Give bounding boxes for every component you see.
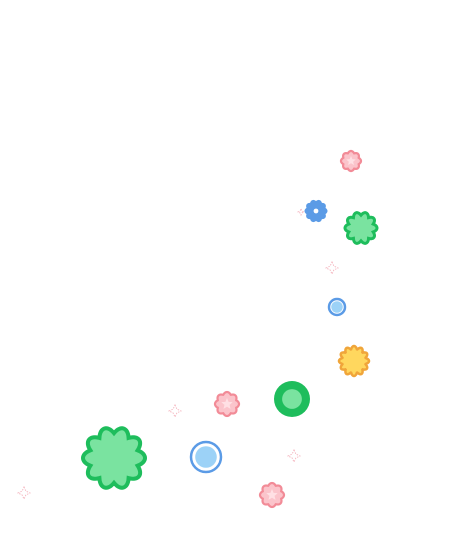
sparkle-icon bbox=[286, 448, 302, 464]
green-ring-icon[interactable] bbox=[274, 381, 310, 417]
sparkle-icon bbox=[324, 260, 340, 276]
pink-flower-icon[interactable] bbox=[339, 149, 363, 173]
blue-bubble-icon[interactable] bbox=[189, 440, 223, 474]
sparkle-icon bbox=[167, 403, 183, 419]
blue-bubble-icon[interactable] bbox=[327, 297, 347, 317]
sparkle-icon bbox=[296, 207, 306, 217]
sparkle-icon bbox=[16, 485, 32, 501]
blue-flower-icon[interactable] bbox=[304, 199, 328, 223]
pink-flower-icon[interactable] bbox=[258, 481, 286, 509]
green-flower-icon[interactable] bbox=[343, 211, 379, 245]
pink-flower-icon[interactable] bbox=[213, 390, 241, 418]
yellow-flower-icon[interactable] bbox=[337, 344, 371, 378]
green-flower-icon[interactable] bbox=[80, 426, 148, 490]
